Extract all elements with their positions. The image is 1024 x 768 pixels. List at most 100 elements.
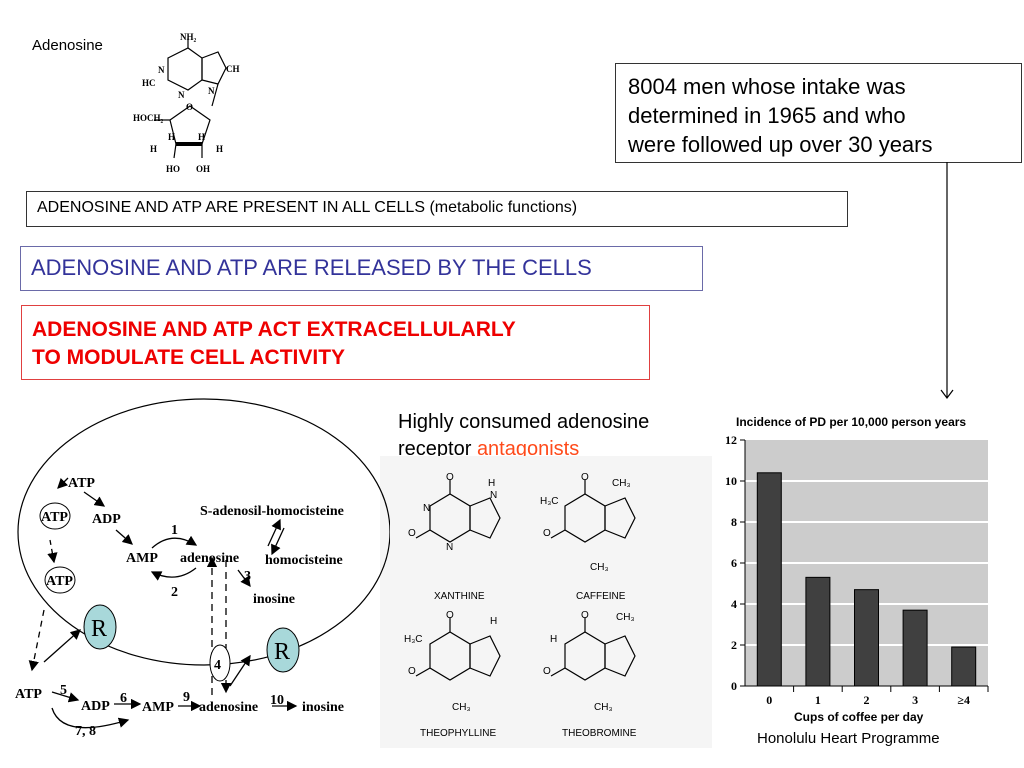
svg-text:O: O (543, 528, 551, 539)
atp-label: ATP (41, 510, 68, 525)
adenosine-label: adenosine (180, 551, 239, 566)
adp-label: ADP (92, 512, 121, 527)
bar (805, 576, 831, 687)
receptor-label: R (91, 616, 107, 642)
svg-text:N: N (208, 86, 215, 96)
statement-present: ADENOSINE AND ATP ARE PRESENT IN ALL CEL… (26, 191, 848, 227)
adenosine-pathway-diagram: ATP ATP ATP ADP AMP adenosine S-adenosil… (15, 398, 390, 739)
y-tick-label: 8 (731, 515, 737, 529)
svg-text:H: H (150, 144, 157, 154)
svg-text:CH₃: CH₃ (612, 478, 631, 489)
svg-text:CH₃: CH₃ (594, 702, 613, 713)
step-number: 7, 8 (75, 724, 96, 739)
x-tick-label: ≥4 (957, 693, 970, 707)
atp-label: ATP (68, 476, 95, 491)
sah-label: S-adenosil-homocisteine (200, 504, 344, 519)
compound-label: THEOBROMINE (562, 728, 637, 739)
svg-text:OH: OH (196, 164, 210, 174)
compound-label: THEOPHYLLINE (420, 728, 496, 739)
x-axis-label: Cups of coffee per day (794, 710, 924, 724)
statement-line: TO MODULATE CELL ACTIVITY (32, 346, 346, 369)
chart-title: Incidence of PD per 10,000 person years (736, 415, 966, 429)
bar (951, 646, 977, 687)
svg-text:O: O (446, 610, 454, 621)
svg-text:H: H (198, 132, 205, 142)
receptor (83, 604, 117, 650)
cohort-line: 8004 men whose intake was (628, 74, 906, 99)
transporter-label: 4 (214, 658, 221, 673)
antagonists-line: Highly consumed adenosine (398, 411, 650, 433)
antagonists-highlight: antagonists (476, 438, 580, 460)
statement-main: ADENOSINE AND ATP ARE PRESENT IN ALL CEL… (37, 199, 425, 216)
compound-label: CAFFEINE (576, 591, 626, 602)
y-tick-label: 12 (725, 433, 737, 447)
statement-line: ADENOSINE AND ATP ACT EXTRACELLULARLY (32, 318, 516, 341)
amp-label: AMP (126, 551, 158, 566)
svg-text:O: O (446, 472, 454, 483)
svg-text:CH₃: CH₃ (616, 612, 635, 623)
svg-text:N: N (178, 90, 185, 100)
svg-text:N: N (158, 65, 165, 75)
antagonists-line: receptor (398, 438, 477, 460)
step-number: 1 (171, 523, 178, 538)
cohort-box: 8004 men whose intake was determined in … (615, 63, 1022, 163)
x-tick-label: 0 (766, 693, 772, 707)
svg-text:H₃C: H₃C (404, 634, 423, 645)
y-tick-label: 4 (731, 597, 737, 611)
svg-text:N: N (446, 542, 453, 553)
step-number: 5 (60, 683, 67, 698)
y-tick-label: 6 (731, 556, 737, 570)
receptor (266, 627, 300, 673)
step-number: 10 (270, 693, 284, 708)
x-tick-label: 1 (815, 693, 821, 707)
cell-membrane (17, 398, 390, 666)
svg-text:CH₃: CH₃ (452, 702, 471, 713)
statement-extracellular: ADENOSINE AND ATP ACT EXTRACELLULARLY TO… (21, 305, 650, 380)
svg-text:O: O (408, 666, 416, 677)
svg-text:N: N (423, 503, 430, 514)
step-number: 2 (171, 585, 178, 600)
transporter (209, 644, 231, 682)
antagonists-heading: Highly consumed adenosine receptor antag… (398, 409, 649, 463)
svg-text:H: H (550, 634, 557, 645)
statement-note: (metabolic functions) (429, 199, 578, 216)
svg-text:N: N (490, 490, 497, 501)
chart-caption: Honolulu Heart Programme (757, 730, 940, 747)
svg-text:O: O (408, 528, 416, 539)
svg-text:CH: CH (226, 64, 240, 74)
step-number: 9 (183, 690, 190, 705)
compound-label: XANTHINE (434, 591, 485, 602)
cohort-line: were followed up over 30 years (628, 132, 933, 157)
svg-text:H: H (488, 478, 495, 489)
svg-text:H: H (168, 132, 175, 142)
y-tick-label: 10 (725, 474, 737, 488)
svg-text:H: H (216, 144, 223, 154)
adenosine-label: adenosine (199, 700, 258, 715)
cohort-line: determined in 1965 and who (628, 103, 906, 128)
x-tick-label: 3 (912, 693, 918, 707)
bar (902, 609, 928, 687)
step-number: 6 (120, 691, 127, 706)
svg-text:O: O (581, 472, 589, 483)
homocisteine-label: homocisteine (265, 553, 343, 568)
amp-label: AMP (142, 700, 174, 715)
y-tick-label: 2 (731, 638, 737, 652)
atp-label: ATP (46, 574, 73, 589)
atp-label: ATP (15, 687, 42, 702)
bar (854, 589, 879, 687)
y-tick-label: 0 (731, 679, 737, 693)
svg-text:H₃C: H₃C (540, 496, 559, 507)
x-tick-label: 2 (864, 693, 870, 707)
bar (756, 472, 782, 687)
inosine-label: inosine (302, 700, 344, 715)
step-number: 3 (244, 569, 251, 584)
adp-label: ADP (81, 699, 110, 714)
coffee-pd-chart: Incidence of PD per 10,000 person years … (725, 415, 989, 724)
svg-text:HC: HC (142, 78, 156, 88)
